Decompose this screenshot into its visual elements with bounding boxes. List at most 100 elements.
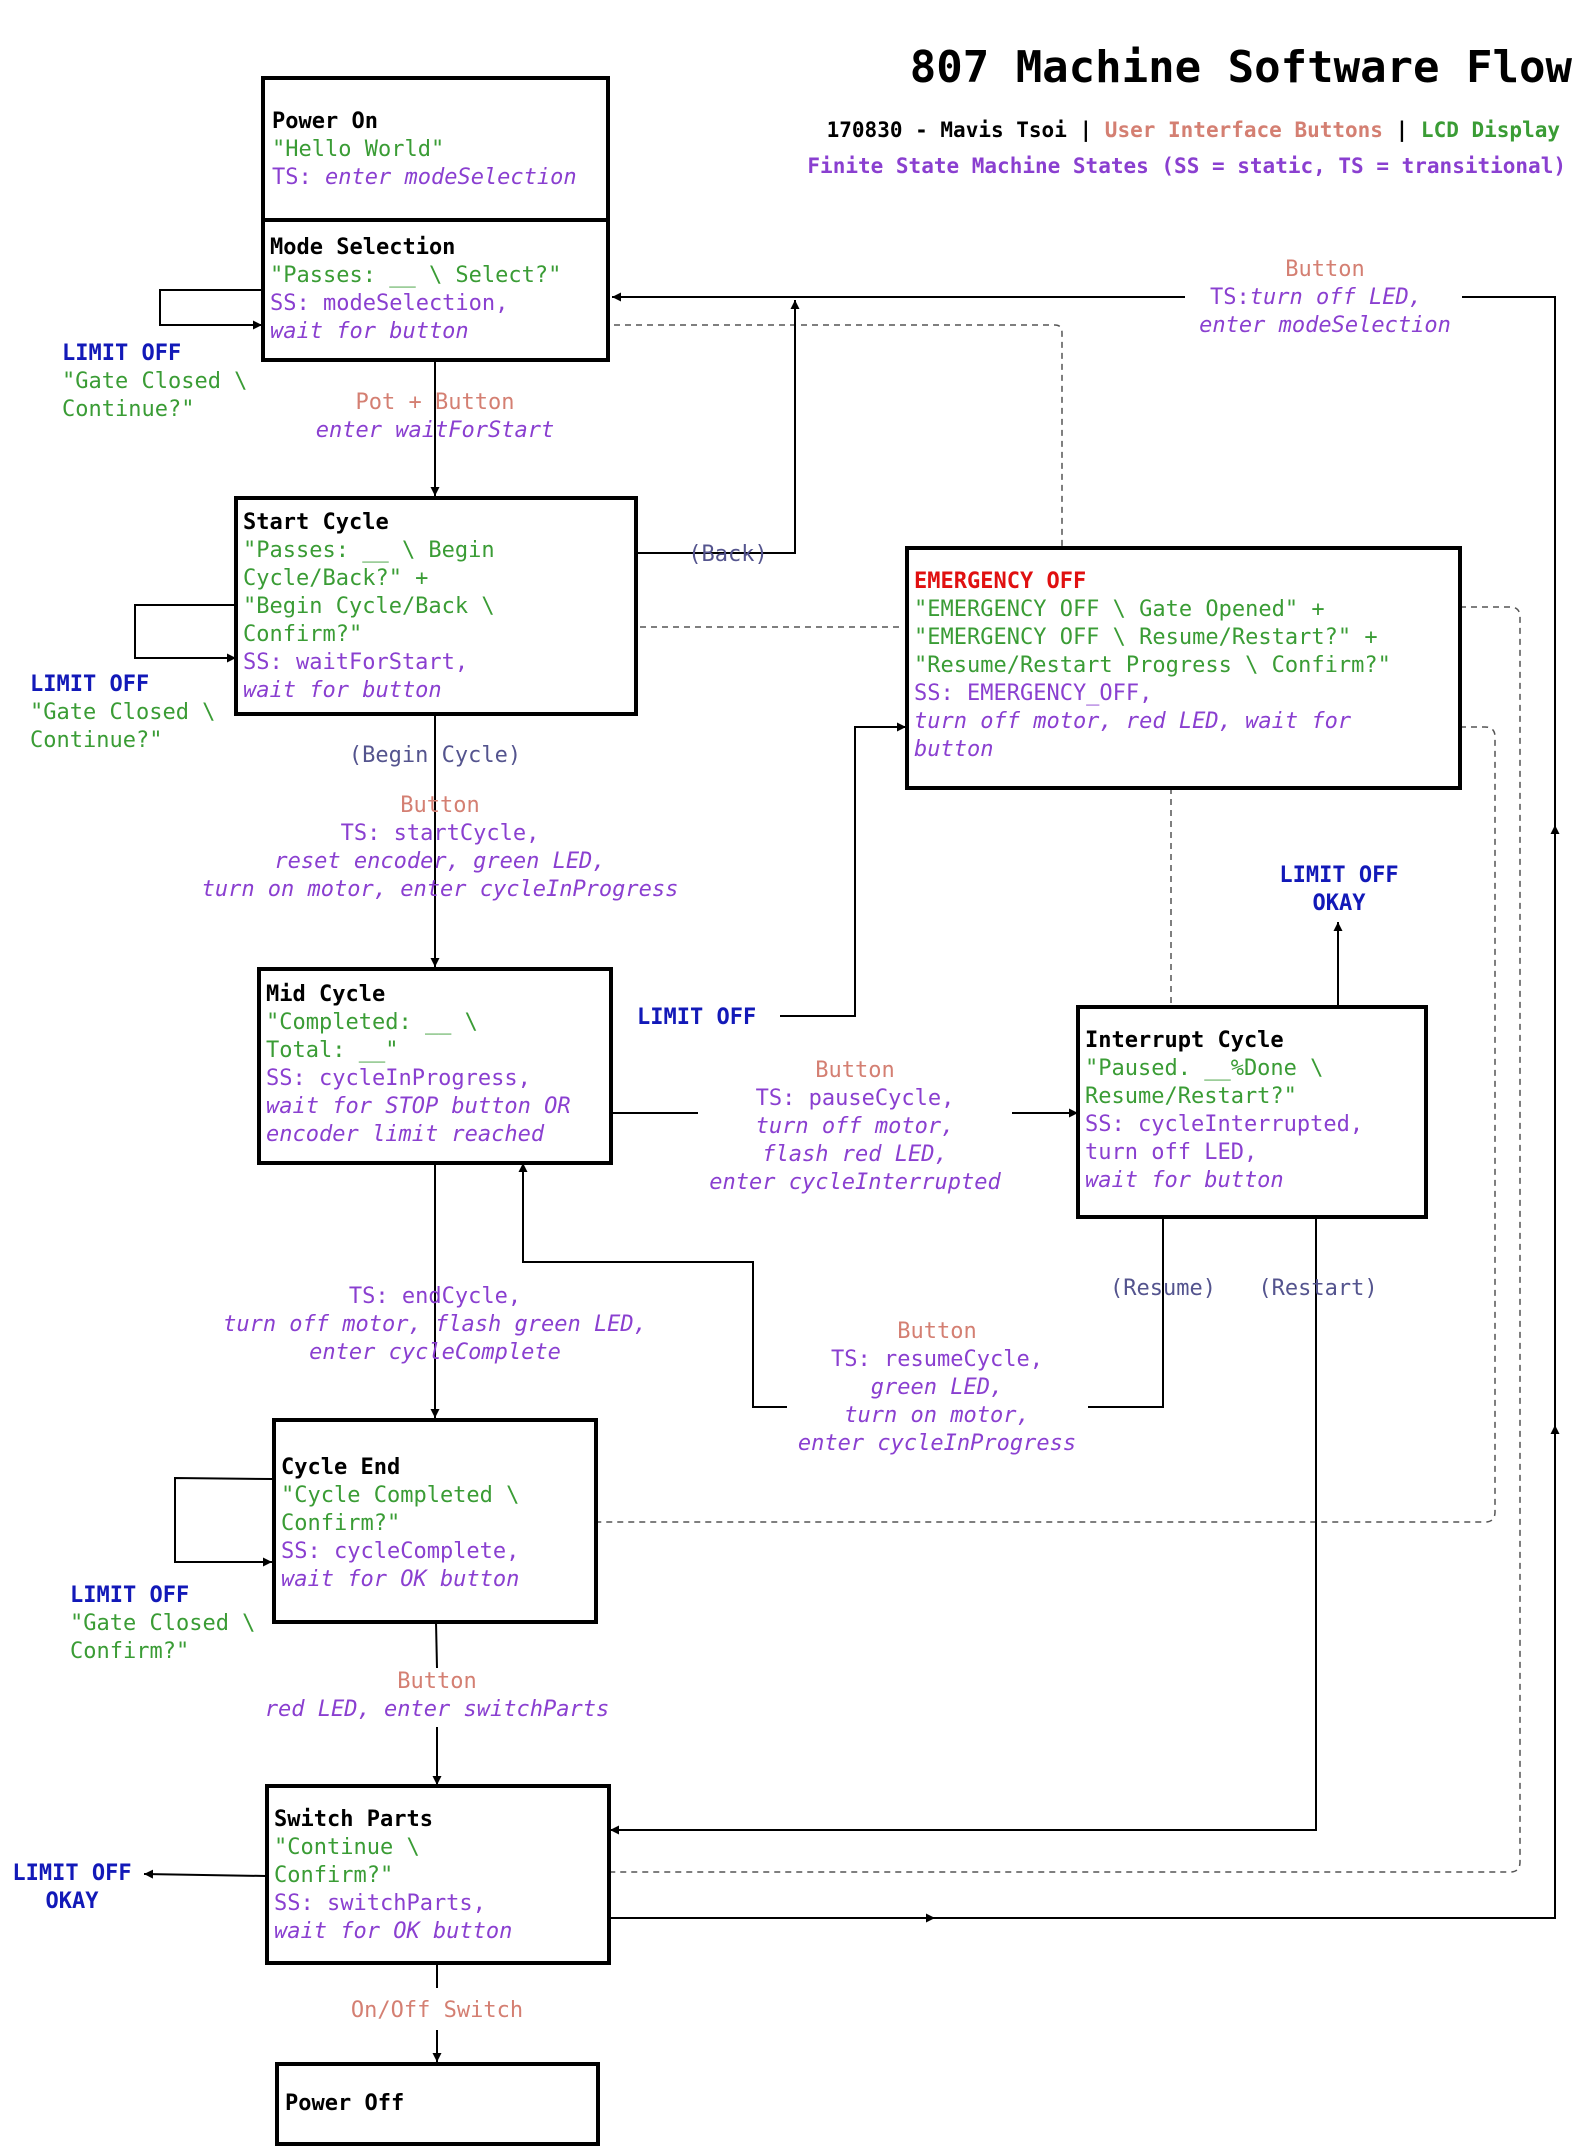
limit-cycle-end: LIMIT OFF "Gate Closed \ Confirm?" bbox=[70, 1583, 255, 1664]
limit-interrupt: LIMIT OFF OKAY bbox=[1279, 863, 1398, 916]
wait-text: wait for button bbox=[1085, 1168, 1284, 1193]
connector-end-to-switch bbox=[435, 1621, 438, 1669]
action-text: green LED, bbox=[871, 1375, 1003, 1400]
lcd-text: Total: __" bbox=[266, 1038, 398, 1063]
state-name: Power On bbox=[272, 109, 378, 134]
state-power-on: Power On "Hello World" TS: enter modeSel… bbox=[261, 76, 610, 222]
limit-label: LIMIT OFF bbox=[12, 1861, 131, 1886]
legend-line-1: 170830 - Mavis Tsoi | User Interface But… bbox=[827, 118, 1561, 143]
action-text: turn on motor, bbox=[844, 1403, 1029, 1428]
wait-text: wait for STOP button OR bbox=[266, 1094, 571, 1119]
state-name: Power Off bbox=[285, 2091, 404, 2116]
lcd-text: "Gate Closed \ bbox=[62, 369, 247, 394]
connector-return-to-mode bbox=[610, 296, 1556, 1919]
state-switch-parts: Switch Parts "Continue \ Confirm?" SS: s… bbox=[265, 1784, 611, 1965]
connector-mode-self-loop bbox=[159, 289, 262, 326]
state-name: EMERGENCY OFF bbox=[914, 569, 1086, 594]
lcd-text: "Resume/Restart Progress \ Confirm?" bbox=[914, 653, 1391, 678]
legend-lcd: LCD Display bbox=[1421, 118, 1560, 142]
action-text: enter cycleInProgress bbox=[798, 1431, 1076, 1456]
ss-text: SS: modeSelection, bbox=[270, 291, 508, 316]
lcd-text: Resume/Restart?" bbox=[1085, 1084, 1297, 1109]
wait-text: turn off motor, red LED, wait for bbox=[914, 709, 1352, 734]
lcd-text: Confirm?" bbox=[243, 622, 362, 647]
label-resume-cycle: Button TS: resumeCycle, green LED, turn … bbox=[798, 1319, 1076, 1456]
ts-text: TS: resumeCycle, bbox=[831, 1347, 1043, 1372]
state-start-cycle: Start Cycle "Passes: __ \ Begin Cycle/Ba… bbox=[234, 496, 638, 716]
lcd-text: "Begin Cycle/Back \ bbox=[243, 594, 495, 619]
lcd-text: "Passes: __ \ Begin bbox=[243, 538, 495, 563]
action-text: red LED, enter switchParts bbox=[265, 1697, 609, 1722]
action-text: TS:turn off LED, bbox=[1210, 285, 1422, 310]
lcd-text: "EMERGENCY OFF \ Gate Opened" + bbox=[914, 597, 1325, 622]
lcd-text: Confirm?" bbox=[274, 1863, 393, 1888]
label-pause: Button TS: pauseCycle, turn off motor, f… bbox=[709, 1058, 1001, 1195]
limit-label: OKAY bbox=[46, 1889, 100, 1914]
state-name: Switch Parts bbox=[274, 1807, 433, 1832]
limit-start: LIMIT OFF "Gate Closed \ Continue?" bbox=[30, 672, 215, 753]
lcd-text: "Paused. __%Done \ bbox=[1085, 1056, 1323, 1081]
action-text: turn on motor, enter cycleInProgress bbox=[202, 877, 679, 902]
lcd-text: "Passes: __ \ Select?" bbox=[270, 263, 561, 288]
connector-switch-limit bbox=[143, 1869, 267, 1879]
lcd-text: "EMERGENCY OFF \ Resume/Restart?" + bbox=[914, 625, 1378, 650]
label-switch-parts: Button red LED, enter switchParts bbox=[265, 1669, 609, 1722]
label-restart: (Restart) bbox=[1258, 1276, 1377, 1301]
button-text: Button bbox=[897, 1319, 976, 1344]
ts-text: TS: startCycle, bbox=[341, 821, 540, 846]
action-text: enter waitForStart bbox=[316, 418, 554, 443]
limit-mode: LIMIT OFF "Gate Closed \ Continue?" bbox=[62, 341, 247, 422]
button-text: Button bbox=[397, 1669, 476, 1694]
state-mid-cycle: Mid Cycle "Completed: __ \ Total: __" SS… bbox=[257, 967, 613, 1165]
lcd-text: Confirm?" bbox=[281, 1511, 400, 1536]
action-text: turn off LED, bbox=[1085, 1140, 1257, 1165]
action-text: enter modeSelection bbox=[1199, 313, 1451, 338]
limit-label: LIMIT OFF bbox=[70, 1583, 189, 1608]
wait-text: button bbox=[914, 737, 993, 762]
action-text: enter cycleComplete bbox=[309, 1340, 561, 1365]
label-on-off-switch: On/Off Switch bbox=[351, 1998, 523, 2023]
state-interrupt-cycle: Interrupt Cycle "Paused. __%Done \ Resum… bbox=[1076, 1005, 1428, 1219]
state-name: Cycle End bbox=[281, 1455, 400, 1480]
lcd-text: "Completed: __ \ bbox=[266, 1010, 478, 1035]
ss-text: SS: cycleComplete, bbox=[281, 1539, 519, 1564]
connector-start-self-loop bbox=[134, 604, 236, 659]
wait-text: encoder limit reached bbox=[266, 1122, 545, 1147]
ss-text: SS: switchParts, bbox=[274, 1891, 486, 1916]
action-text: turn off motor, flash green LED, bbox=[223, 1312, 647, 1337]
wait-text: wait for button bbox=[243, 678, 442, 703]
button-text: Button bbox=[815, 1058, 894, 1083]
legend-states: Finite State Machine States (SS = static… bbox=[807, 154, 1566, 178]
lcd-text: "Hello World" bbox=[272, 137, 444, 162]
action-text: enter cycleInterrupted bbox=[709, 1170, 1001, 1195]
emergency-dashed-links bbox=[596, 324, 1521, 1873]
state-mode-selection: Mode Selection "Passes: __ \ Select?" SS… bbox=[261, 218, 610, 362]
ss-text: SS: EMERGENCY_OFF, bbox=[914, 681, 1152, 706]
button-text: Button bbox=[1285, 257, 1364, 282]
legend-author: 170830 - Mavis Tsoi | bbox=[827, 118, 1093, 143]
state-power-off: Power Off bbox=[275, 2062, 600, 2146]
label-to-mode-selection: Button TS:turn off LED, enter modeSelect… bbox=[1199, 257, 1451, 338]
lcd-text: "Continue \ bbox=[274, 1835, 420, 1860]
ss-text: SS: waitForStart, bbox=[243, 650, 468, 675]
dashed-link-switch-to-emergency bbox=[610, 606, 1521, 1873]
begin-cycle-text: (Begin Cycle) bbox=[349, 743, 521, 768]
wait-text: wait for OK button bbox=[281, 1567, 519, 1592]
dashed-link-cycle-end-to-emergency bbox=[596, 726, 1496, 1523]
button-text: Pot + Button bbox=[356, 390, 515, 415]
lcd-text: "Gate Closed \ bbox=[70, 1611, 255, 1636]
ts-text: TS: endCycle, bbox=[349, 1284, 521, 1309]
ss-text: SS: cycleInterrupted, bbox=[1085, 1112, 1363, 1137]
lcd-text: Confirm?" bbox=[70, 1639, 189, 1664]
limit-label: OKAY bbox=[1313, 891, 1367, 916]
button-text: Button bbox=[400, 793, 479, 818]
state-cycle-end: Cycle End "Cycle Completed \ Confirm?" S… bbox=[272, 1418, 598, 1624]
limit-mid: LIMIT OFF bbox=[637, 1005, 756, 1030]
legend-separator: | bbox=[1396, 118, 1409, 143]
label-resume: (Resume) bbox=[1110, 1276, 1216, 1301]
state-name: Mid Cycle bbox=[266, 982, 385, 1007]
connector-start-back bbox=[636, 300, 800, 554]
limit-label: LIMIT OFF bbox=[1279, 863, 1398, 888]
